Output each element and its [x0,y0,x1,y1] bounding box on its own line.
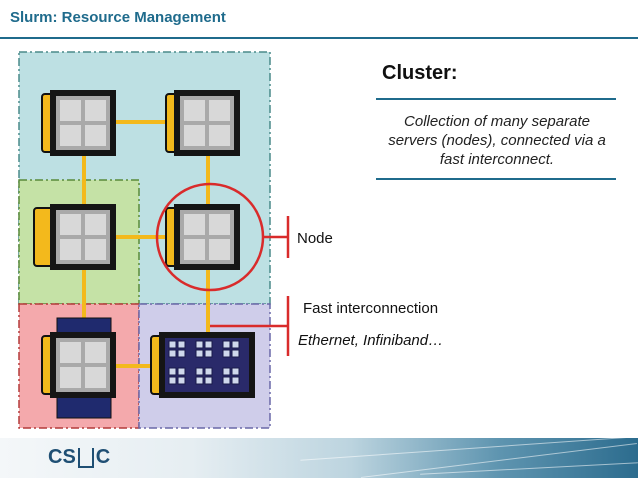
logo-text-left: CS [48,446,76,468]
interconnect-links [82,120,210,368]
node-server [33,204,116,270]
interconnect-label: Fast interconnection [303,300,439,317]
node-label: Node [297,230,333,247]
node-server-multicore [150,332,255,398]
cluster-heading: Cluster: [382,62,458,84]
cluster-rule-top [376,98,616,100]
node-server-navy [41,317,116,419]
slide-header: Slurm: Resource Management [0,0,638,40]
title-divider [0,37,638,39]
node-callout-bracket [263,216,290,258]
cluster-description: Collection of many separate servers (nod… [388,113,606,168]
slide-title: Slurm: Resource Management [10,9,226,26]
footer-banner: CS C [0,438,638,478]
node-server [41,90,116,156]
node-server-highlighted [165,204,240,270]
logo-u-mark [77,447,94,468]
interconnect-callout-bracket [210,296,290,356]
footer-streak [360,443,638,478]
node-server [165,90,240,156]
logo-text-right: C [95,446,111,468]
csuc-logo: CS C [48,446,110,469]
cluster-rule-bottom [376,178,616,180]
interconnect-examples-label: Ethernet, Infiniband… [298,332,444,349]
footer-streak [420,462,638,475]
